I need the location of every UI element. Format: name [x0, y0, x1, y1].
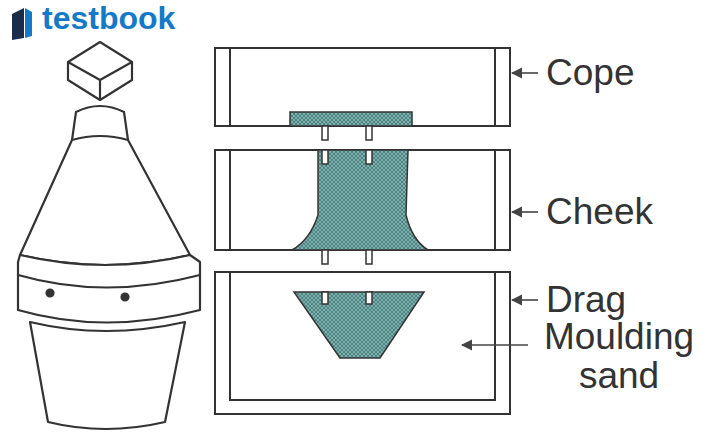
drag-pattern — [294, 292, 424, 358]
cheek-box — [215, 150, 510, 250]
part-label: Cheek — [546, 193, 653, 232]
cheek-pattern — [292, 150, 428, 264]
part-label: Cope — [546, 54, 634, 93]
logo-icon — [12, 8, 32, 40]
cope-box — [215, 48, 510, 126]
part-label: Drag — [546, 281, 626, 320]
drag-box — [215, 272, 510, 414]
part-label: Moulding sand — [532, 318, 706, 396]
cope-pattern — [290, 112, 412, 140]
logo-text: testbook — [42, 2, 175, 36]
leader-lines — [462, 73, 538, 345]
split-pattern — [18, 42, 200, 429]
